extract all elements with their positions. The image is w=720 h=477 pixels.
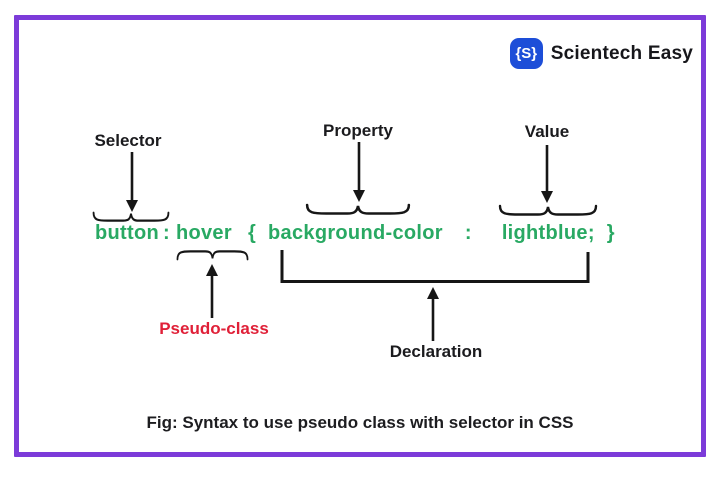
code-selector: button	[95, 222, 159, 244]
pseudo-class-up-arrow	[205, 264, 219, 318]
property-down-arrow	[352, 142, 366, 202]
declaration-up-arrow	[426, 287, 440, 341]
code-colon: :	[163, 222, 170, 244]
selector-overbrace	[92, 209, 170, 223]
property-overbrace	[305, 201, 411, 216]
declaration-label: Declaration	[389, 342, 483, 361]
property-label: Property	[323, 121, 393, 140]
value-down-arrow	[540, 145, 554, 203]
declaration-bracket	[280, 250, 590, 285]
selector-label: Selector	[94, 131, 162, 150]
code-open-brace: {	[247, 222, 257, 244]
purple-border-frame	[14, 15, 706, 457]
figure-caption: Fig: Syntax to use pseudo class with sel…	[146, 413, 574, 432]
code-colon2: :	[464, 222, 472, 244]
brand-name: Scientech Easy	[550, 42, 693, 64]
value-overbrace	[498, 202, 598, 217]
code-pseudo-class: hover	[175, 222, 232, 244]
code-close-brace: }	[606, 222, 615, 244]
code-value: lightblue;	[501, 222, 595, 244]
value-label: Value	[524, 122, 570, 141]
css-code-line: button : hover { background-color : ligh…	[95, 222, 615, 245]
pseudo-class-label: Pseudo-class	[159, 319, 269, 338]
logo-glyph: {S}	[515, 45, 538, 62]
selector-down-arrow	[125, 152, 139, 212]
pseudo-class-underbrace	[176, 249, 249, 263]
brand: {S} Scientech Easy	[509, 38, 693, 69]
scientech-logo-icon: {S}	[509, 38, 543, 69]
code-property: background-color	[268, 222, 443, 244]
